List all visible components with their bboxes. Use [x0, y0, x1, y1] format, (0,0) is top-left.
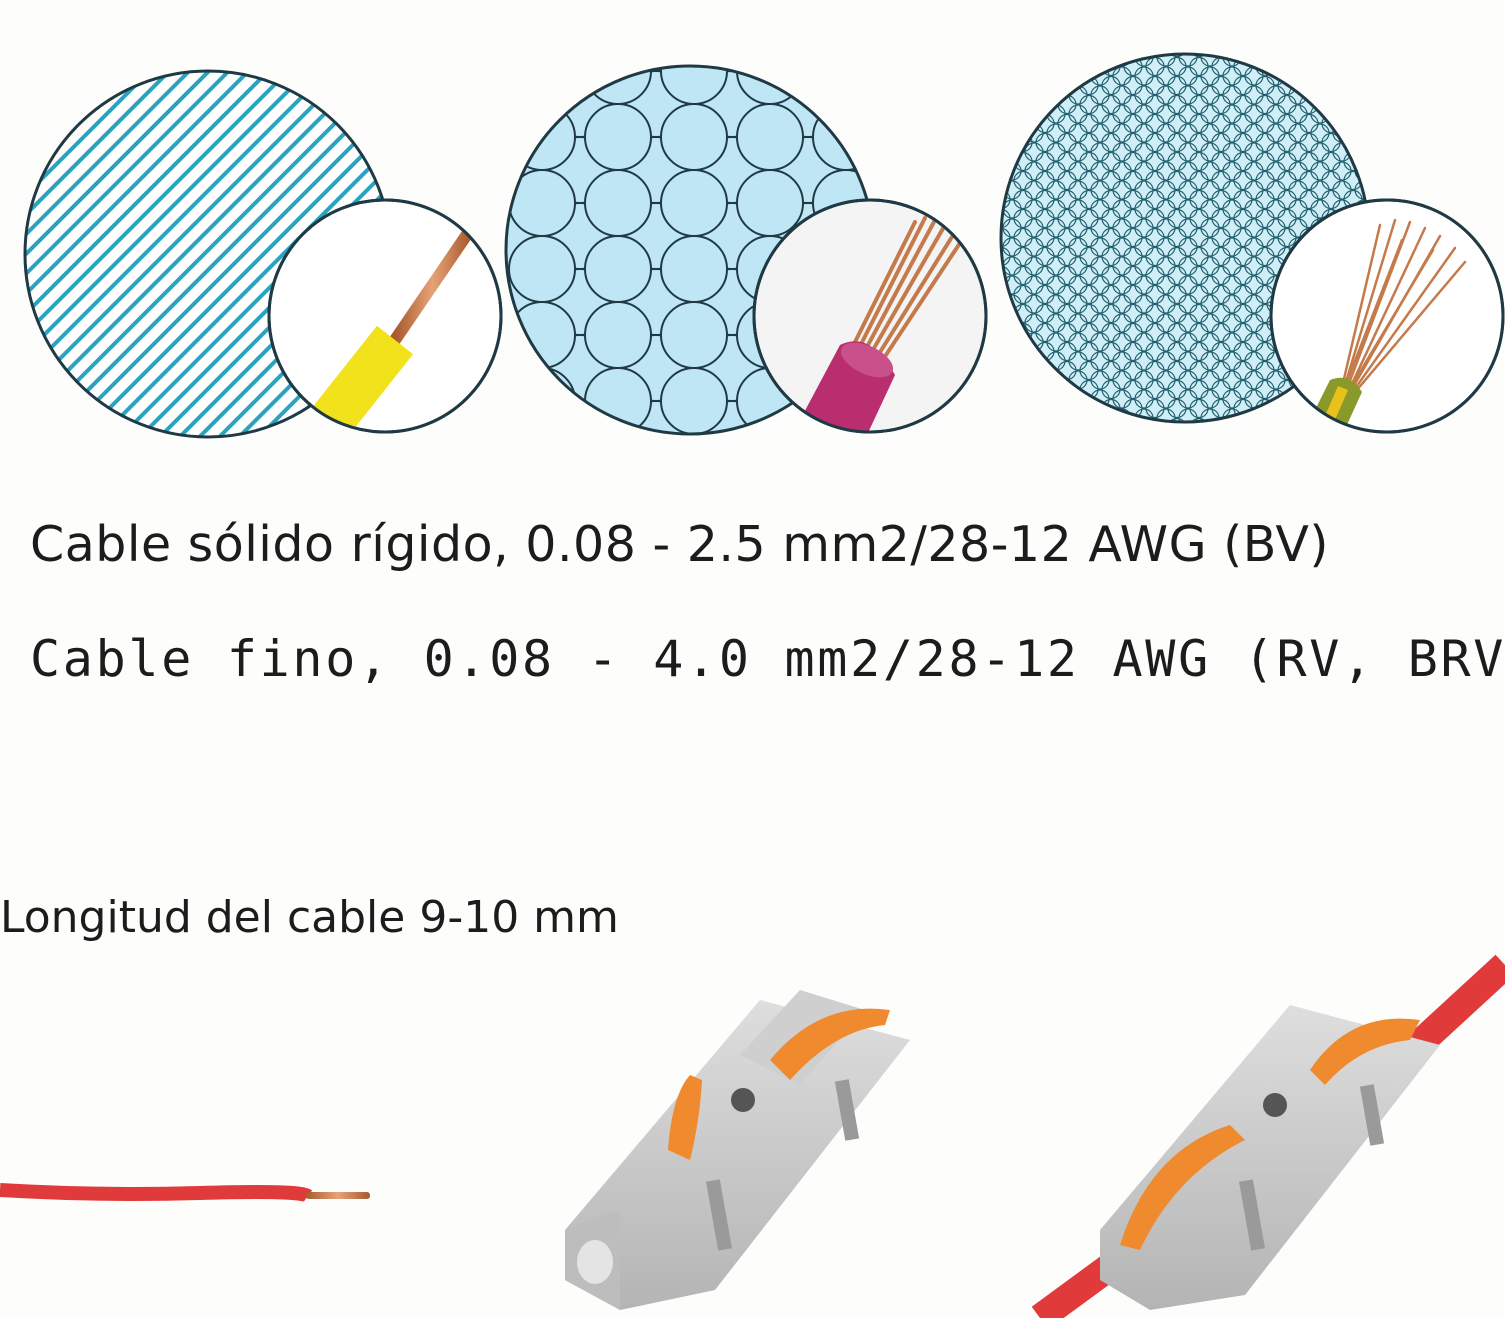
fine-wire-spec: Cable fino, 0.08 - 4.0 mm2/28-12 AWG (RV… — [30, 630, 1505, 688]
fine-stranded-wire-diagram — [999, 52, 1505, 434]
solid-wire-spec: Cable sólido rígido, 0.08 - 2.5 mm2/28-1… — [30, 516, 1330, 573]
lever-connector-open — [565, 990, 910, 1310]
stripped-wire-sample — [0, 1183, 370, 1203]
lever-connector-with-wire — [1031, 954, 1505, 1318]
strip-length-label: Longitud del cable 9-10 mm — [0, 892, 619, 943]
solid-wire-photo — [281, 224, 476, 432]
stranded-wire-diagram — [504, 64, 988, 436]
solid-wire-diagram — [23, 69, 503, 439]
